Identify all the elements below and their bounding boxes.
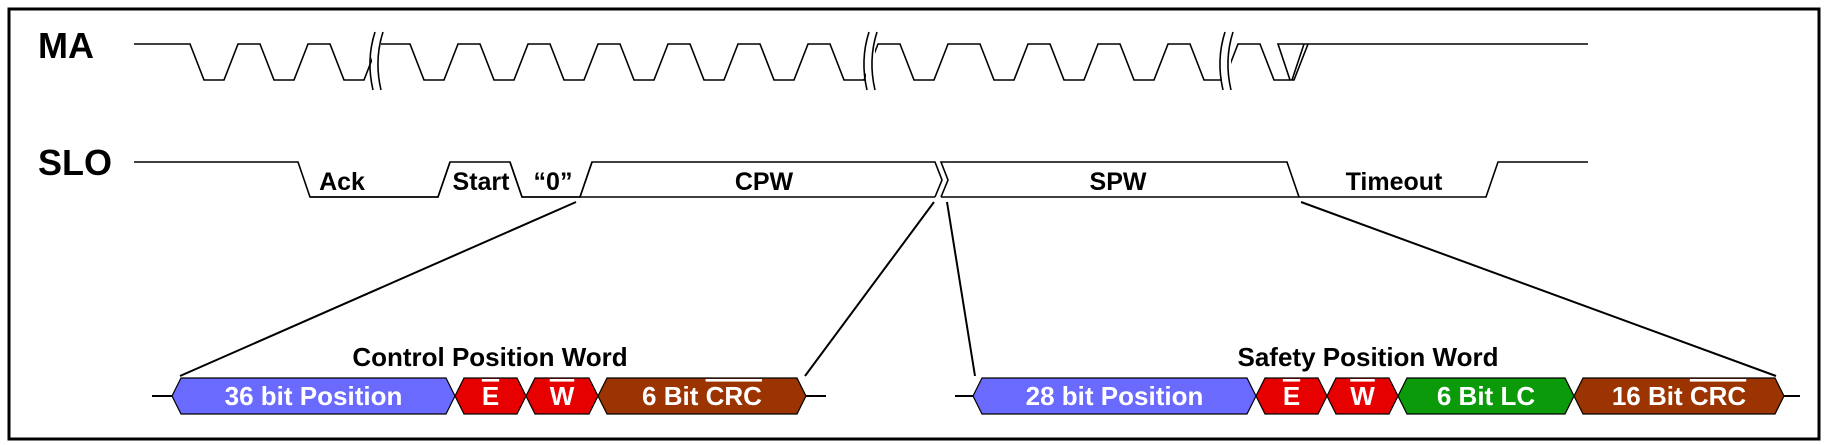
spw-field-1-box	[972, 377, 1257, 415]
cpw-field-4-overline-text: CRC	[706, 381, 763, 411]
spw-field-5-text: 16 Bit	[1612, 381, 1690, 411]
cpw-field-3-overline-text: W	[550, 381, 575, 411]
spw-field-4-box	[1397, 377, 1575, 415]
cpw-field-4-box	[597, 377, 807, 415]
ma-break-mark-1-1	[369, 31, 376, 91]
cpw-field-2-label: E	[482, 381, 499, 411]
spw-field-2-box	[1255, 377, 1328, 415]
spw-field-3-label: W	[1350, 381, 1375, 411]
spw-field-1-label: 28 bit Position	[1026, 381, 1204, 411]
cpw-field-3-box	[525, 377, 599, 415]
diagram-frame	[7, 7, 1821, 441]
signal-label-slo: SLO	[38, 142, 112, 183]
slo-waveform	[134, 161, 1588, 198]
slo-lower-line	[310, 161, 935, 198]
spw-field-group: 28 bit Position E W 6 Bit LC 16 Bit CRC	[972, 377, 1785, 415]
slo-zero-label: “0”	[534, 168, 573, 196]
cpw-zoom-line-left	[179, 201, 577, 377]
slo-spw-label: SPW	[1090, 168, 1147, 196]
slo-timeout-outline	[1299, 161, 1588, 198]
ma-break-mark-2-1	[863, 31, 870, 91]
ma-break-gap-1	[372, 30, 381, 92]
slo-spw-outline	[939, 161, 1301, 198]
spw-field-3-overline-text: W	[1350, 381, 1375, 411]
spw-field-4-label: 6 Bit LC	[1437, 381, 1535, 411]
ma-clock-line	[134, 43, 1588, 81]
ma-break-mark-1-2	[377, 31, 384, 91]
cpw-field-1-label: 36 bit Position	[225, 381, 403, 411]
ma-clock-waveform	[134, 30, 1588, 92]
spw-zoom-line-left	[946, 201, 976, 377]
cpw-field-3-label: W	[550, 381, 575, 411]
signal-label-ma: MA	[38, 25, 94, 66]
spw-field-2-overline-text: E	[1283, 381, 1300, 411]
cpw-field-1-box	[171, 377, 456, 415]
cpw-field-1-text: 36 bit Position	[225, 381, 403, 411]
slo-start-label: Start	[453, 168, 511, 196]
ma-break-mark-2-2	[871, 31, 878, 91]
slo-timeout-label: Timeout	[1346, 168, 1443, 196]
ma-break-gap-2	[866, 30, 875, 92]
slo-ack-label: Ack	[319, 168, 365, 196]
cpw-title: Control Position Word	[352, 342, 627, 372]
spw-field-5-overline-text: CRC	[1690, 381, 1747, 411]
spw-field-3-box	[1326, 377, 1399, 415]
spw-title: Safety Position Word	[1238, 342, 1499, 372]
spw-field-5-label: 16 Bit CRC	[1612, 381, 1747, 411]
cpw-field-2-overline-text: E	[482, 381, 499, 411]
cpw-field-group: 36 bit Position E W 6 Bit CRC	[171, 377, 807, 415]
ma-break-mark-3-1	[1219, 31, 1226, 91]
cpw-zoom-line-right	[804, 201, 935, 377]
ma-break-mark-3-2	[1227, 31, 1234, 91]
spw-field-5-box	[1573, 377, 1785, 415]
cpw-field-2-box	[454, 377, 527, 415]
ma-clock-breaks	[369, 30, 1234, 92]
slo-cpw-label: CPW	[735, 168, 794, 196]
cpw-field-4-text: 6 Bit	[642, 381, 706, 411]
spw-field-1-text: 28 bit Position	[1026, 381, 1204, 411]
cpw-field-4-label: 6 Bit CRC	[642, 381, 762, 411]
spw-field-2-label: E	[1283, 381, 1300, 411]
spw-zoom-line-right	[1300, 201, 1777, 377]
spw-field-4-text: 6 Bit LC	[1437, 381, 1535, 411]
ma-break-gap-3	[1222, 30, 1231, 92]
